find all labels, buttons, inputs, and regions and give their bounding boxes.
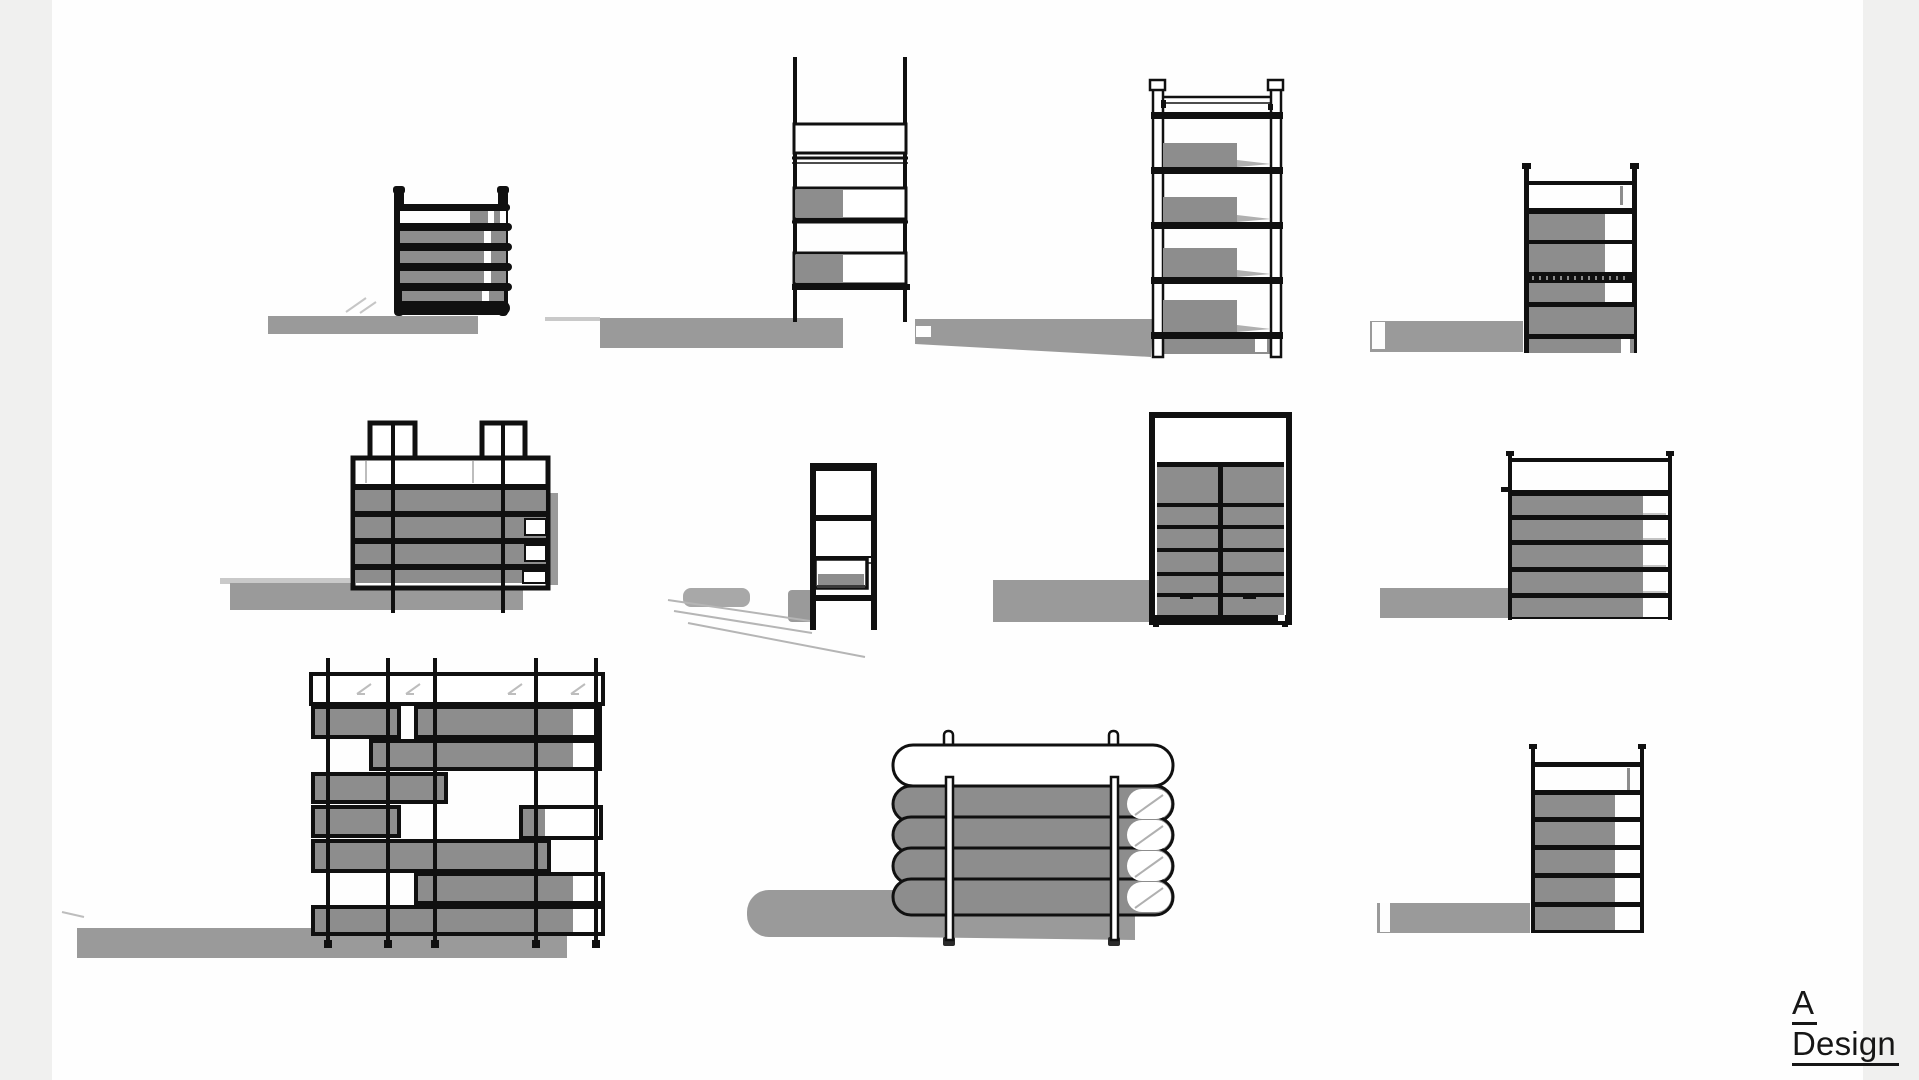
sketch-rounded-tier-shelf bbox=[735, 725, 1190, 960]
right-margin-strip bbox=[1863, 0, 1919, 1080]
sketch-narrow-valet-frame bbox=[660, 455, 910, 660]
left-margin-strip bbox=[0, 0, 52, 1080]
sketch-tall-ladder-shelf bbox=[905, 60, 1300, 365]
brand-logo-line-1: A bbox=[1792, 984, 1818, 1025]
sketch-tall-wall-mounted-shelf bbox=[540, 0, 935, 350]
sketch-low-shelf-with-top-frames bbox=[215, 415, 570, 625]
sketch-five-tier-post-shelf bbox=[1370, 740, 1660, 945]
sketch-wide-five-tier-shelf bbox=[1375, 445, 1680, 625]
brand-logo-line-2: Design bbox=[1792, 1025, 1899, 1066]
sketch-stacked-pill-shelf bbox=[260, 180, 515, 340]
brand-logo[interactable]: A Design bbox=[1792, 984, 1899, 1066]
sketch-double-post-shelf-with-rail bbox=[1360, 150, 1680, 365]
sketch-drawer-cabinet bbox=[980, 410, 1300, 632]
sketch-staggered-box-shelf bbox=[60, 650, 620, 965]
